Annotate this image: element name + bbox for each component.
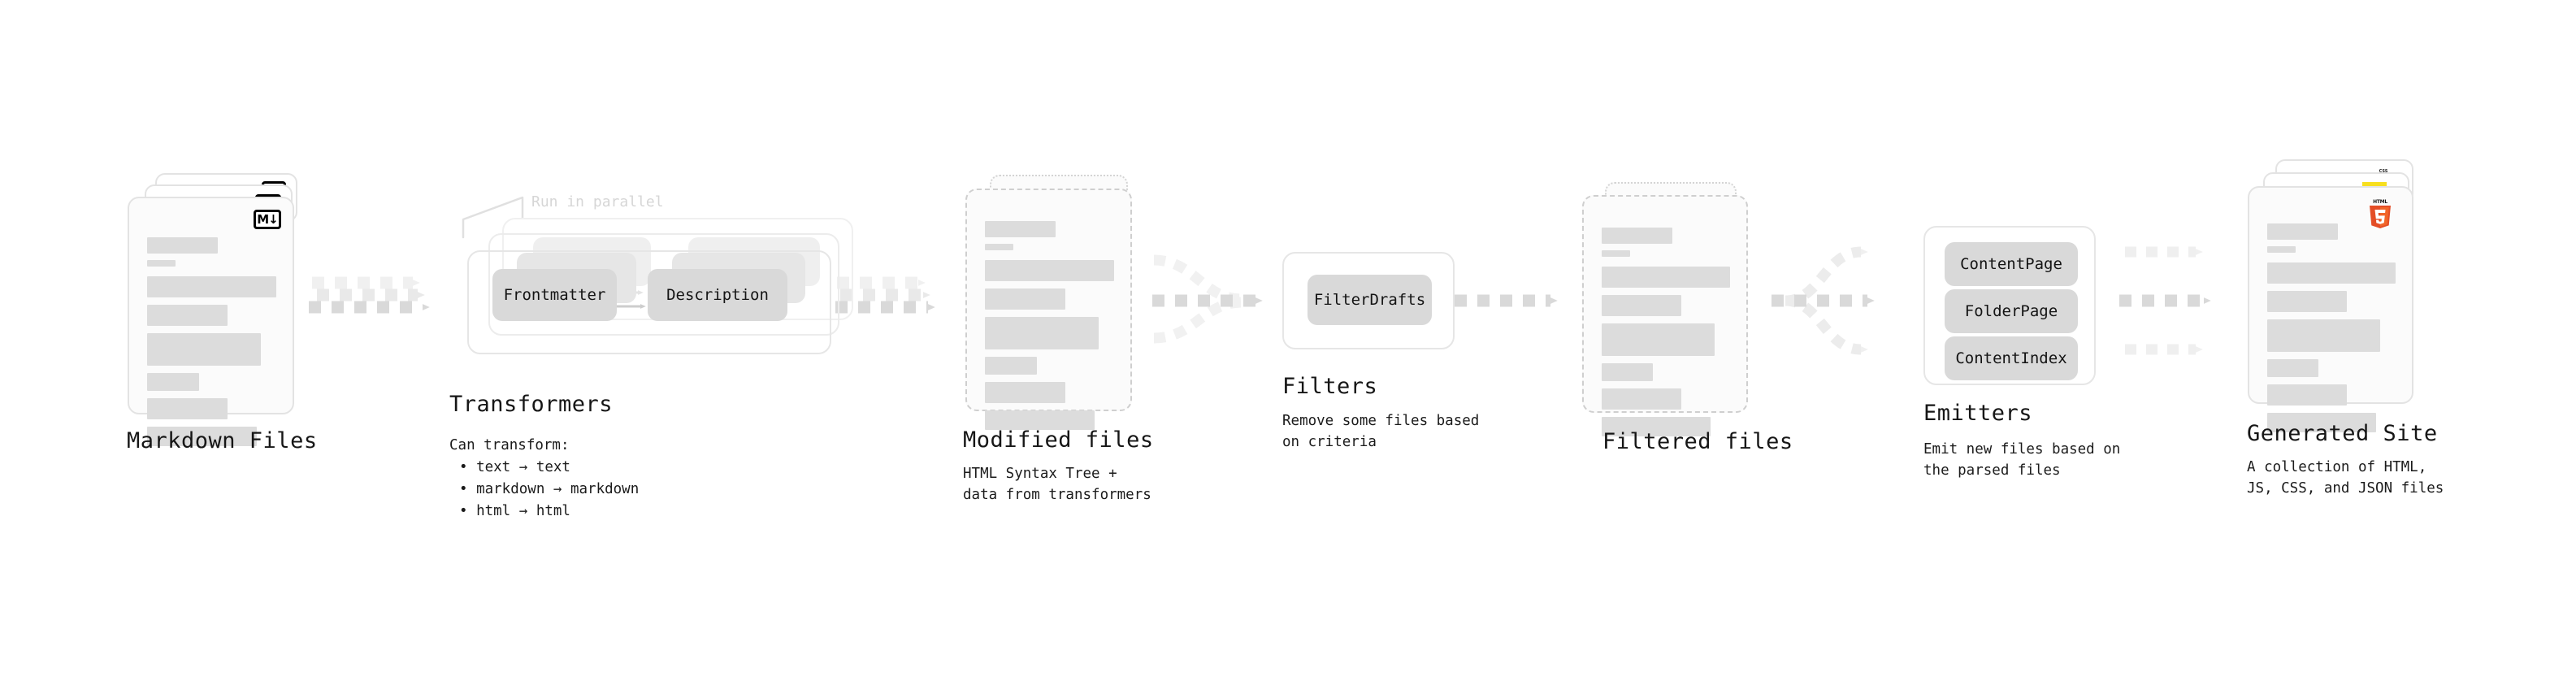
arrow-emitters-to-site bbox=[2119, 246, 2211, 355]
arrow-filtered-to-emitters bbox=[1772, 246, 1875, 355]
transformers-box-front: Frontmatter Description bbox=[467, 250, 831, 354]
stage-label-emitters: Emitters bbox=[1923, 401, 2033, 426]
svg-text:HTML: HTML bbox=[2373, 199, 2387, 205]
transformers-description: Can transform: bbox=[449, 437, 570, 453]
stage-label-generated-site: Generated Site bbox=[2247, 421, 2438, 446]
run-in-parallel-bracket bbox=[462, 196, 524, 239]
emitters-description: Emit new files based on the parsed files bbox=[1923, 441, 2121, 479]
site-card-front: HTML bbox=[2248, 186, 2413, 432]
emitters-box: ContentPage FolderPage ContentIndex bbox=[1923, 226, 2096, 385]
transformer-pill-description[interactable]: Description bbox=[648, 269, 787, 321]
transformers-bullet-2: • html → html bbox=[459, 503, 570, 519]
card-placeholder-lines bbox=[1602, 228, 1730, 436]
generated-site-description: A collection of HTML, JS, CSS, and JSON … bbox=[2247, 459, 2444, 497]
filter-pill-filterdrafts[interactable]: FilterDrafts bbox=[1308, 275, 1432, 325]
svg-text:CSS: CSS bbox=[2379, 169, 2388, 174]
transformers-bullet-0: • text → text bbox=[459, 459, 570, 475]
arrow-modified-to-filters bbox=[1152, 254, 1263, 344]
filters-box: FilterDrafts bbox=[1282, 252, 1455, 349]
modified-card-front bbox=[965, 189, 1132, 430]
emitter-pill-contentpage[interactable]: ContentPage bbox=[1945, 242, 2078, 286]
markdown-icon: M↓ bbox=[254, 210, 281, 229]
arrow-transformers-to-modified bbox=[835, 276, 935, 314]
run-in-parallel-label: Run in parallel bbox=[531, 193, 664, 210]
card-placeholder-lines bbox=[2267, 223, 2396, 432]
stage-label-modified-files: Modified files bbox=[963, 427, 1154, 453]
transformer-pill-frontmatter[interactable]: Frontmatter bbox=[492, 269, 617, 321]
markdown-card-front: M↓ bbox=[128, 197, 294, 446]
modified-files-description: HTML Syntax Tree + data from transformer… bbox=[963, 466, 1151, 503]
stage-label-markdown-files: Markdown Files bbox=[127, 428, 318, 453]
stage-label-filtered-files: Filtered files bbox=[1602, 429, 1793, 454]
emitter-pill-contentindex[interactable]: ContentIndex bbox=[1945, 336, 2078, 380]
emitter-pill-folderpage[interactable]: FolderPage bbox=[1945, 289, 2078, 333]
html5-icon: HTML bbox=[2370, 199, 2391, 228]
card-placeholder-lines bbox=[985, 221, 1114, 430]
filters-description: Remove some files based on criteria bbox=[1282, 413, 1480, 450]
arrow-markdown-to-transformers bbox=[309, 276, 430, 314]
stage-label-filters: Filters bbox=[1282, 374, 1378, 399]
transformers-bullet-1: • markdown → markdown bbox=[459, 481, 640, 497]
filtered-card-front bbox=[1582, 195, 1748, 436]
card-placeholder-lines bbox=[147, 237, 276, 446]
stage-label-transformers: Transformers bbox=[449, 392, 614, 417]
